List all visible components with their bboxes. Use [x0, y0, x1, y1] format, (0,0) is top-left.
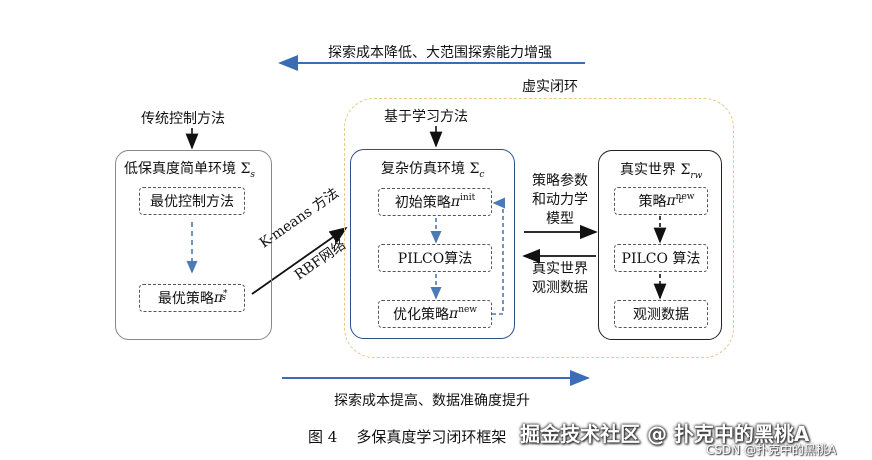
pilco-box-sim: PILCO算法 [378, 244, 492, 272]
bottom-arrow-label: 探索成本提高、数据准确度提升 [334, 393, 530, 409]
learning-feedback-loop [492, 197, 506, 315]
traditional-env-box [115, 150, 272, 340]
top-arrow-label: 探索成本降低、大范围探索能力增强 [328, 45, 552, 61]
optimal-policy-box: 最优策略 π*s [139, 284, 245, 312]
traditional-header: 传统控制方法 [141, 111, 225, 127]
real-world-title: 真实世界 Σrw [620, 162, 703, 181]
watermark-csdn: CSDN @扑克中的黑桃A [706, 443, 837, 457]
optimal-control-box: 最优控制方法 [139, 187, 245, 215]
pilco-box-real: PILCO 算法 [614, 244, 708, 272]
virtual-loop-label: 虚实闭环 [522, 79, 578, 95]
figure-caption: 图 4 多保真度学习闭环框架 [308, 428, 507, 446]
real-world-box [598, 150, 722, 340]
virtual-loop-region [344, 98, 734, 358]
observations-label: 真实世界 观测数据 [532, 261, 588, 296]
learning-title: 复杂仿真环境 Σc [381, 161, 485, 180]
learning-header: 基于学习方法 [384, 109, 468, 125]
params-label: 策略参数 和动力学 模型 [532, 173, 588, 227]
traditional-title: 低保真度简单环境 Σs [124, 161, 255, 180]
watermark-juejin: 掘金技术社区 @ 扑克中的黑桃A [520, 422, 810, 446]
transfer-arrow [251, 226, 348, 295]
learning-env-box [350, 149, 515, 339]
observation-data-box: 观测数据 [614, 300, 708, 328]
